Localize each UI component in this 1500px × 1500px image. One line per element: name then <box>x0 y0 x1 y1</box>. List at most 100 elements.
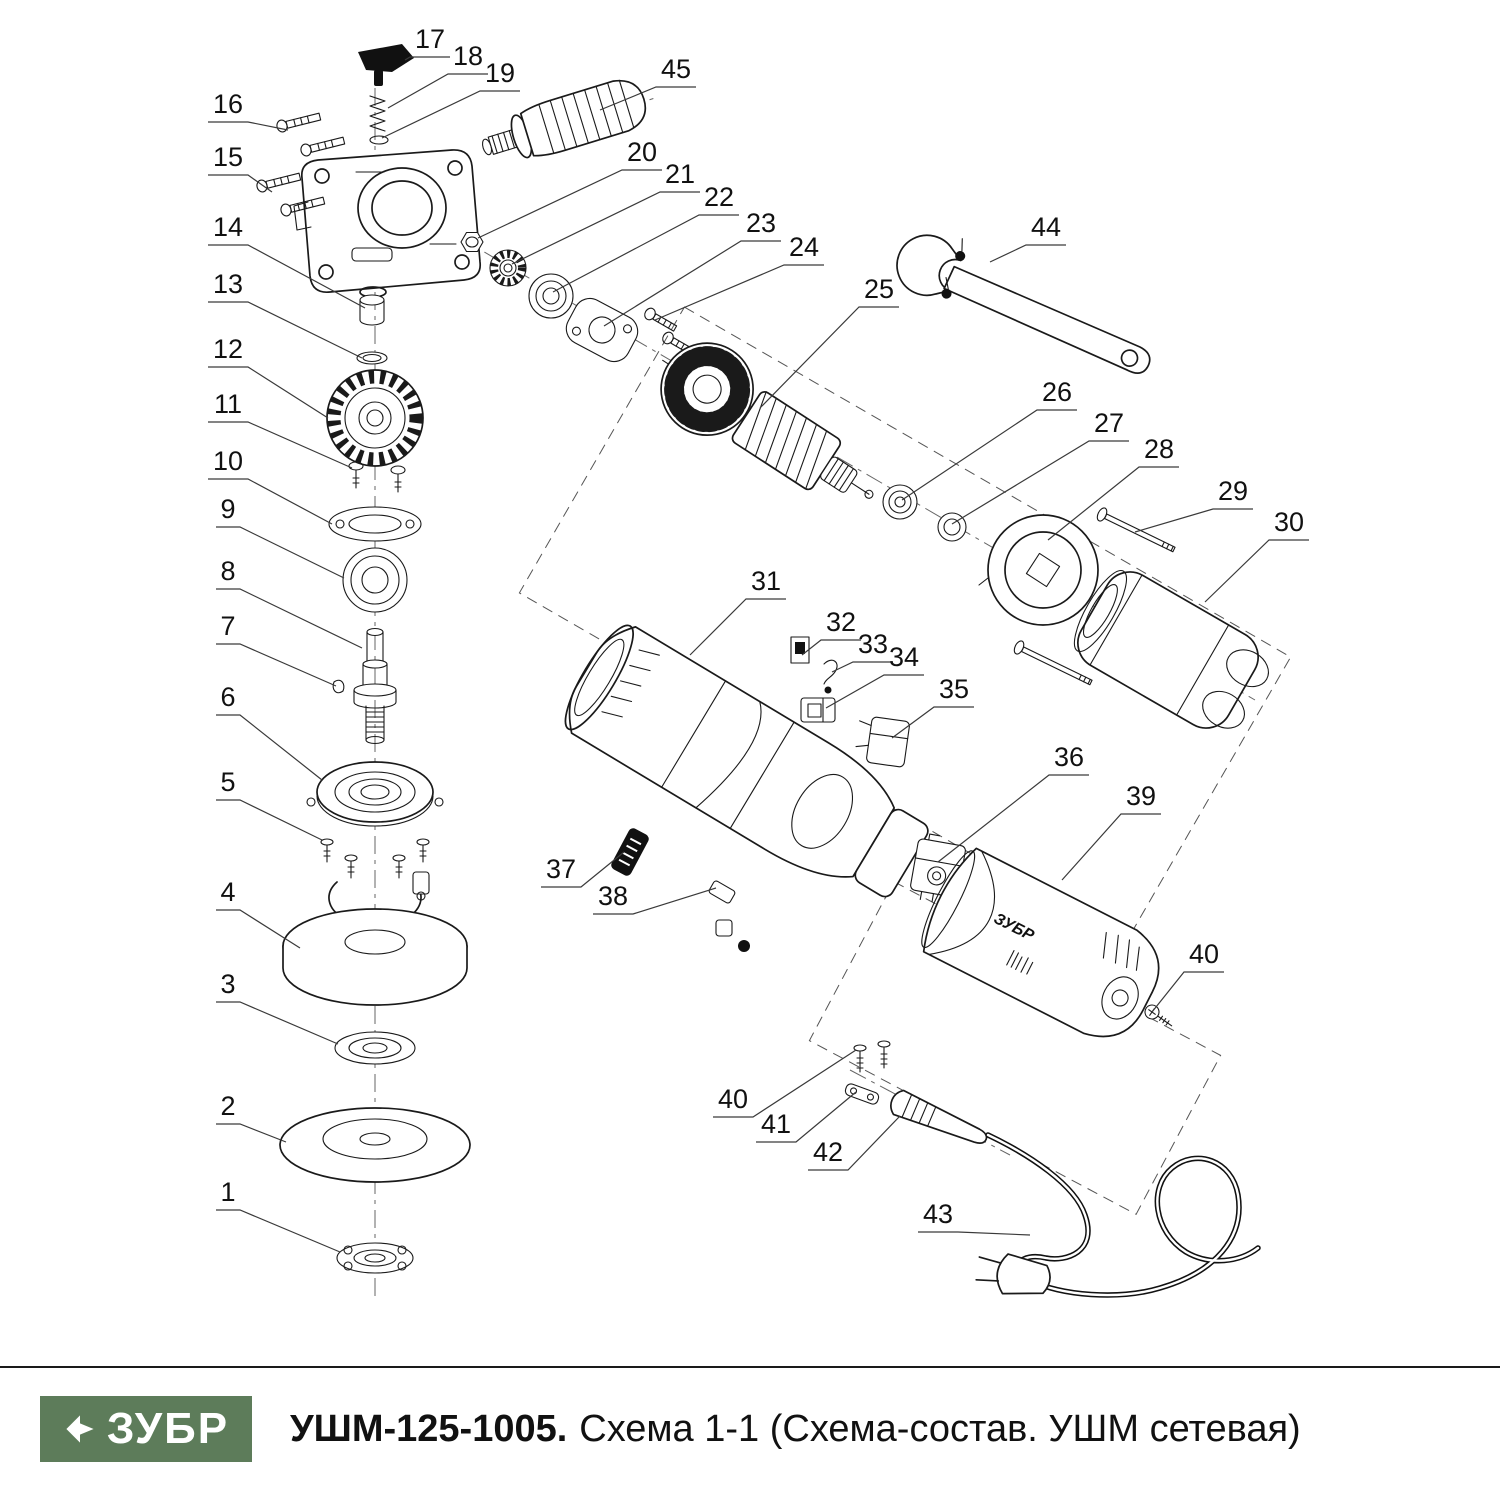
bevel-nut <box>460 231 484 253</box>
leader-line-2 <box>216 1123 287 1143</box>
part-number-10: 10 <box>213 446 243 476</box>
rotor-bearing <box>882 484 918 520</box>
leader-line-32 <box>801 639 861 656</box>
part-number-5: 5 <box>220 767 235 797</box>
rear-housing: ЗУБР <box>921 847 1160 1038</box>
part-number-30: 30 <box>1274 507 1304 537</box>
leader-line-4 <box>216 909 301 949</box>
lock-lever <box>358 44 414 86</box>
part-number-39: 39 <box>1126 781 1156 811</box>
part-number-13: 13 <box>213 269 243 299</box>
lock-spring <box>369 95 386 132</box>
inner-flange <box>334 1031 416 1065</box>
clamp-nut <box>336 1242 414 1274</box>
rear-screw <box>1144 1004 1173 1027</box>
leader-line-44 <box>989 244 1066 263</box>
exploded-view-diagram: ЗУБР <box>208 24 1309 1300</box>
part-number-28: 28 <box>1144 434 1174 464</box>
part-number-9: 9 <box>220 494 235 524</box>
part-number-11: 11 <box>214 389 242 419</box>
gear-screws <box>348 461 406 493</box>
cord-screws <box>853 1040 891 1073</box>
brush-spring <box>823 659 838 694</box>
bearing-cover <box>978 514 1099 626</box>
leader-line-33 <box>831 661 893 673</box>
support-ring <box>937 512 967 542</box>
part-number-42: 42 <box>813 1137 843 1167</box>
brush-block <box>800 697 836 723</box>
leader-line-16 <box>208 121 289 131</box>
part-number-7: 7 <box>220 611 235 641</box>
stator <box>1073 570 1269 729</box>
part-number-18: 18 <box>453 41 483 71</box>
part-number-25: 25 <box>864 274 894 304</box>
leader-line-17 <box>404 56 450 61</box>
part-number-37: 37 <box>546 854 576 884</box>
leader-line-19 <box>381 90 520 139</box>
cord-sleeve <box>890 1089 988 1144</box>
leader-line-9 <box>216 526 345 579</box>
part-number-26: 26 <box>1042 377 1072 407</box>
gear-housing <box>293 149 482 298</box>
leader-line-18 <box>387 73 488 109</box>
leader-line-40 <box>713 1049 857 1118</box>
bearing-housing <box>306 761 444 827</box>
housing-screws-lower <box>256 172 326 217</box>
leader-line-15 <box>208 174 273 193</box>
part-number-41: 41 <box>761 1109 791 1139</box>
leader-line-13 <box>208 301 363 359</box>
leader-line-45 <box>599 86 696 111</box>
leader-line-3 <box>216 1001 339 1045</box>
part-number-4: 4 <box>220 877 235 907</box>
part-number-44: 44 <box>1031 212 1061 242</box>
leader-line-34 <box>825 674 924 709</box>
lock-washer <box>369 135 389 145</box>
brush-cap <box>708 880 750 952</box>
leader-line-36 <box>937 774 1089 863</box>
part-number-3: 3 <box>220 969 235 999</box>
zubr-logo-arrow-icon <box>66 1415 94 1443</box>
leader-line-23 <box>603 240 781 327</box>
spindle-bearing <box>342 547 408 613</box>
leader-line-37 <box>541 851 625 888</box>
leader-line-8 <box>216 588 363 649</box>
part-number-31: 31 <box>751 566 781 596</box>
power-plug <box>975 1253 1051 1295</box>
spindle-bushing <box>359 294 385 326</box>
part-number-40: 40 <box>1189 939 1219 969</box>
part-number-6: 6 <box>220 682 235 712</box>
wheel-guard <box>282 871 468 1006</box>
part-number-16: 16 <box>213 89 243 119</box>
callouts: 1234567891011121314151617181920212223242… <box>208 24 1309 1253</box>
pressure-plate <box>328 506 422 542</box>
zubr-logo: ЗУБР <box>40 1396 252 1462</box>
side-handle <box>481 79 647 159</box>
part-number-27: 27 <box>1094 408 1124 438</box>
part-number-15: 15 <box>213 142 243 172</box>
part-number-20: 20 <box>627 137 657 167</box>
pinion-gear <box>489 249 527 287</box>
part-number-17: 17 <box>415 24 445 54</box>
part-number-2: 2 <box>220 1091 235 1121</box>
capacitor <box>855 716 910 768</box>
part-number-22: 22 <box>704 182 734 212</box>
motor-housing <box>564 624 929 898</box>
leader-line-35 <box>891 706 974 739</box>
leader-line-10 <box>208 478 333 525</box>
leader-line-40 <box>1151 971 1224 1013</box>
leader-line-24 <box>654 264 824 321</box>
bearing-flange-plate <box>565 297 639 363</box>
leader-line-38 <box>593 887 717 915</box>
part-number-40: 40 <box>718 1084 748 1114</box>
part-number-36: 36 <box>1054 742 1084 772</box>
spindle <box>353 627 397 745</box>
schema-title: УШМ-125-1005.Схема 1-1 (Схема-состав. УШ… <box>290 1408 1301 1451</box>
part-number-24: 24 <box>789 232 819 262</box>
brand-name: ЗУБР <box>106 1404 230 1453</box>
leader-line-31 <box>689 598 786 656</box>
leader-line-1 <box>216 1209 341 1253</box>
leader-line-26 <box>901 409 1077 501</box>
part-number-19: 19 <box>485 58 515 88</box>
leader-line-12 <box>208 366 329 419</box>
part-number-23: 23 <box>746 208 776 238</box>
